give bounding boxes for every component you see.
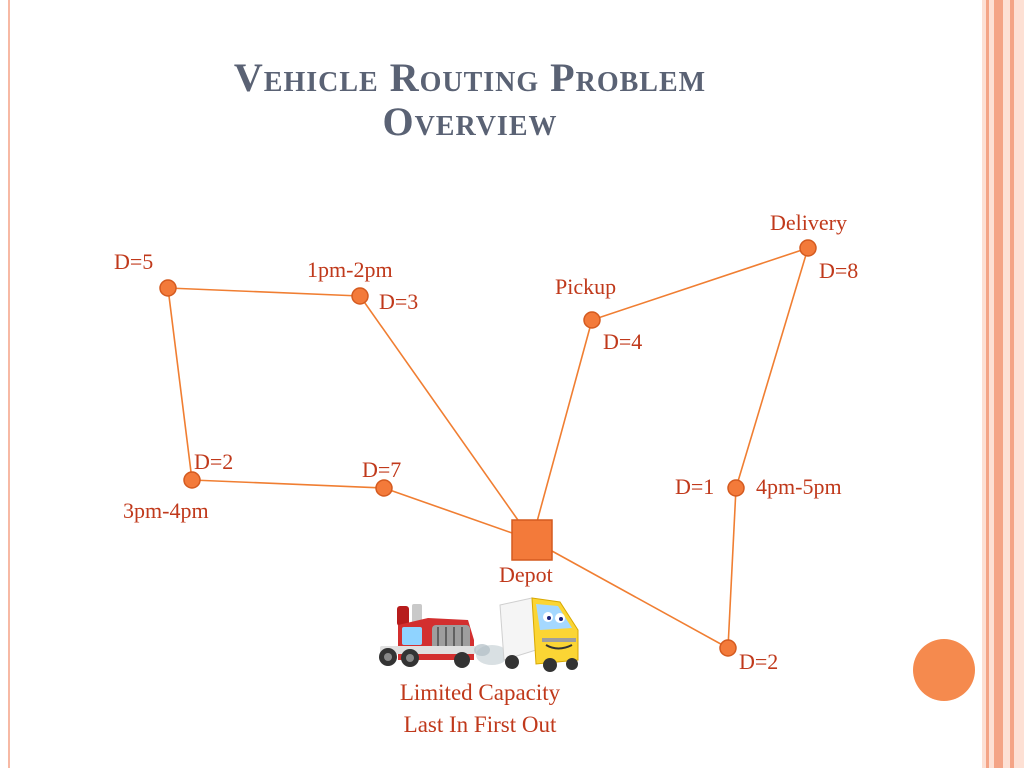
node-time-window-label: 1pm-2pm <box>307 257 393 282</box>
slide-title-line-1: Vehicle Routing Problem <box>233 55 707 100</box>
right-frame-stripe <box>986 0 989 768</box>
right-frame-stripe <box>1010 0 1014 768</box>
route-edge <box>735 247 809 489</box>
route-nodes <box>159 239 817 657</box>
right-frame-stripe <box>994 0 1003 768</box>
route-edges <box>167 247 809 649</box>
node-demand-label: D=5 <box>114 249 153 274</box>
node-time-window-label: 3pm-4pm <box>123 498 209 523</box>
route-edge <box>727 487 737 649</box>
node-demand-label: D=8 <box>819 258 858 283</box>
node-demand-label: D=2 <box>739 649 778 674</box>
node-demand-label: D=1 <box>675 474 714 499</box>
caption-lifo: Last In First Out <box>403 712 557 737</box>
red-semi-truck-icon <box>379 604 476 668</box>
route-edge <box>191 479 385 489</box>
customer-node <box>799 239 817 257</box>
node-demand-label: D=4 <box>603 329 642 354</box>
route-edge <box>591 247 809 321</box>
customer-node <box>159 279 177 297</box>
customer-node <box>727 479 745 497</box>
route-edge <box>531 319 593 541</box>
node-demand-label: D=3 <box>379 289 418 314</box>
customer-node <box>583 311 601 329</box>
decorative-accent-circle <box>913 639 975 701</box>
node-type-label: Delivery <box>770 210 847 235</box>
node-type-label: Pickup <box>555 274 616 299</box>
route-edge <box>167 287 361 297</box>
depot-label: Depot <box>499 562 553 587</box>
node-time-window-label: 4pm-5pm <box>756 474 842 499</box>
customer-node <box>183 471 201 489</box>
route-edge <box>359 295 533 541</box>
right-frame-band <box>982 0 1024 768</box>
customer-node <box>351 287 369 305</box>
node-labels: D=5 1pm-2pm D=3 D=2 3pm-4pm D=7 Pickup D… <box>114 210 858 674</box>
route-edge <box>531 539 729 649</box>
node-demand-label: D=7 <box>362 457 401 482</box>
yellow-delivery-van-icon <box>474 597 579 672</box>
node-demand-label: D=2 <box>194 449 233 474</box>
caption-capacity: Limited Capacity <box>399 680 561 705</box>
customer-node <box>719 639 737 657</box>
depot-node <box>511 519 553 561</box>
left-frame-line <box>8 0 10 768</box>
slide-title: Vehicle Routing Problem Overview <box>100 56 840 144</box>
route-edge <box>167 287 193 481</box>
slide-title-line-2: Overview <box>382 99 558 144</box>
customer-node <box>375 479 393 497</box>
route-edge <box>383 487 533 541</box>
